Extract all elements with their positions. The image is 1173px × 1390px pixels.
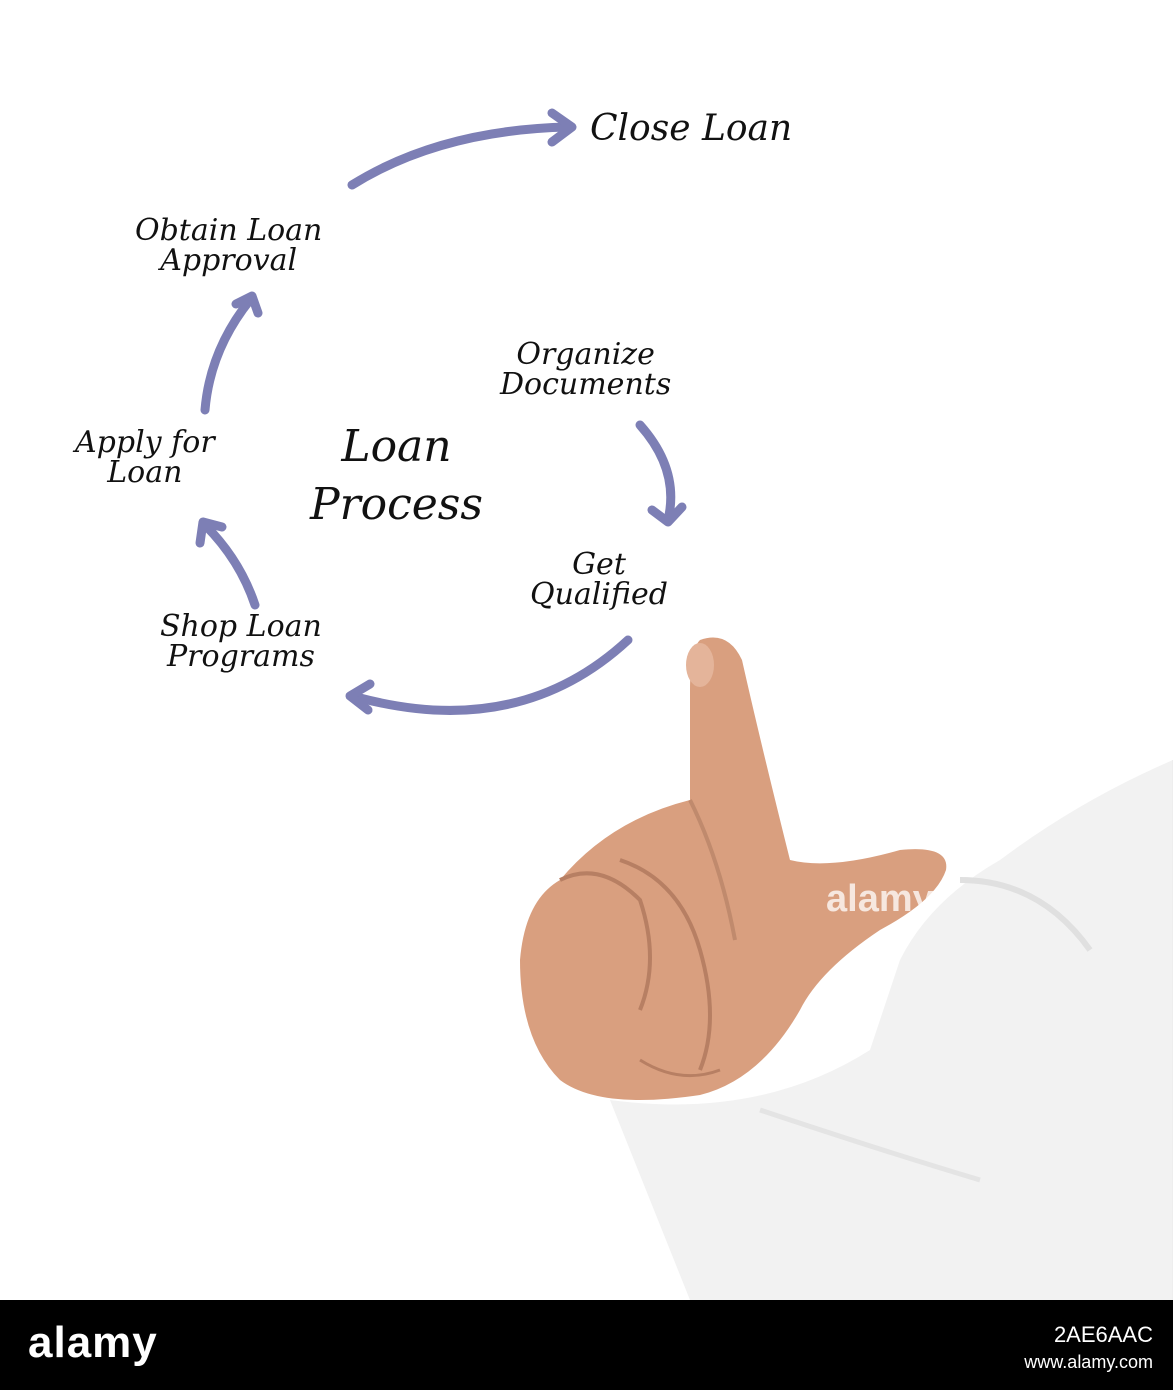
step-line-1: Obtain Loan	[135, 213, 323, 248]
step-shop-loan-programs: Shop Loan Programs	[160, 612, 322, 672]
step-line-1: Shop Loan	[160, 609, 322, 644]
step-line-2: Programs	[167, 639, 315, 674]
diagram-title: Loan Process	[310, 418, 483, 534]
arrow-approval-to-close	[347, 122, 573, 190]
step-apply-for-loan: Apply for Loan	[75, 428, 215, 488]
step-line-1: Close Loan	[590, 108, 793, 149]
arrow-shop-to-apply	[200, 520, 260, 610]
step-line-2: Documents	[500, 367, 672, 402]
step-close-loan: Close Loan	[590, 108, 793, 149]
pointing-hand	[520, 637, 947, 1100]
brand-logo: alamy	[28, 1318, 158, 1367]
site-url: www.alamy.com	[1024, 1352, 1153, 1372]
step-get-qualified: Get Qualified	[530, 550, 668, 610]
step-line-1: Organize	[516, 337, 655, 372]
arrowhead-documents-to-qualified	[647, 502, 687, 527]
arrowhead-apply-to-approval	[231, 291, 263, 318]
title-line-2: Process	[310, 479, 483, 530]
step-obtain-loan-approval: Obtain Loan Approval	[135, 216, 322, 276]
watermark-bar: alamy 2AE6AAC www.alamy.com	[0, 1300, 1173, 1390]
shirt-sleeve	[610, 760, 1173, 1300]
step-line-2: Loan	[107, 455, 183, 490]
arrowhead-shop-to-apply	[195, 517, 227, 548]
title-line-1: Loan	[341, 421, 452, 472]
arrowhead-approval-to-close	[547, 108, 577, 147]
step-organize-documents: Organize Documents	[500, 340, 671, 400]
arrow-qualified-to-shop	[355, 635, 633, 715]
arrowhead-qualified-to-shop	[345, 679, 375, 715]
step-line-1: Get	[572, 547, 626, 582]
arrow-documents-to-qualified	[635, 420, 676, 525]
photo-canvas	[195, 108, 1173, 1300]
step-line-1: Apply for	[75, 425, 215, 460]
image-code: 2AE6AAC	[1053, 1322, 1153, 1347]
step-line-2: Approval	[160, 243, 298, 278]
step-line-2: Qualified	[530, 577, 668, 612]
arrow-apply-to-approval	[200, 295, 255, 415]
watermark-overlay: alamy	[826, 878, 934, 920]
